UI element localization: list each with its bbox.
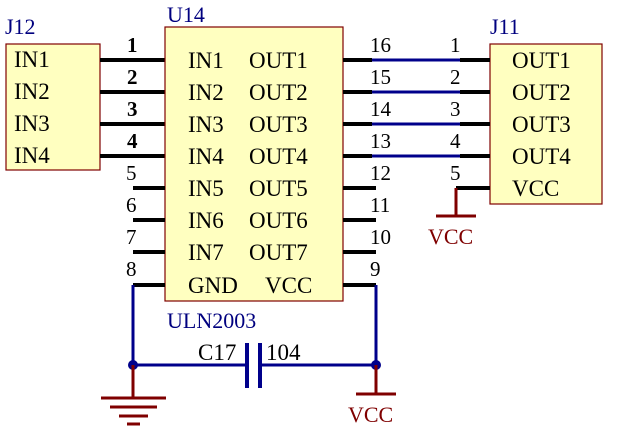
connector-j11: J11 1 2 3 4 5 OUT1 OUT2 OUT3 OUT4 VCC: [450, 14, 603, 205]
vcc-label: VCC: [348, 402, 393, 427]
j11-pin-number: 1: [450, 33, 461, 57]
u14-pin-number: 9: [370, 257, 381, 281]
vcc-symbol-j11: VCC: [428, 188, 476, 249]
u14-value: ULN2003: [167, 308, 256, 333]
u14-pin-name: IN6: [188, 208, 224, 233]
u14-pin-number: 10: [370, 225, 391, 249]
u14-pin-name: OUT1: [249, 48, 308, 73]
j11-pin-number: 3: [450, 97, 461, 121]
u14-pin-number: 5: [126, 161, 137, 185]
j11-pin-name: OUT2: [512, 80, 571, 105]
j12-pin-label: IN3: [14, 111, 50, 136]
u14-pin-name: OUT5: [249, 176, 308, 201]
ground-icon: [101, 365, 166, 426]
u14-pin-number: 15: [370, 65, 391, 89]
u14-pin-name: IN3: [188, 112, 224, 137]
u14-pin-name: OUT2: [249, 80, 308, 105]
u14-pin-number: 3: [127, 97, 138, 121]
u14-pin-name: GND: [188, 273, 238, 298]
j12-pin-label: IN1: [14, 47, 50, 72]
j12-u14-connections: 1 2 3 4: [100, 33, 165, 158]
j11-designator: J11: [490, 14, 520, 39]
j11-pin-name: OUT4: [512, 144, 571, 169]
u14-designator: U14: [167, 2, 205, 27]
u14-pin-name: IN2: [188, 80, 224, 105]
u14-pin-number: 6: [126, 193, 137, 217]
connector-j12: J12 IN1 IN2 IN3 IN4: [5, 14, 101, 171]
u14-body: [164, 26, 344, 302]
u14-pin-name: IN4: [188, 144, 224, 169]
u14-pin-name: IN7: [188, 240, 224, 265]
u14-pin-name: IN5: [188, 176, 224, 201]
j12-designator: J12: [5, 14, 36, 39]
j12-body: [5, 43, 101, 171]
u14-pin-number: 12: [370, 161, 391, 185]
j12-pin-label: IN2: [14, 79, 50, 104]
j11-pin-name: OUT3: [512, 112, 571, 137]
j11-pin-number: 4: [450, 129, 461, 153]
u14-pin-number: 2: [127, 65, 138, 89]
capacitor-c17: C17 104: [198, 340, 301, 388]
j12-pin-label: IN4: [14, 143, 50, 168]
u14-pin-number: 11: [370, 193, 390, 217]
u14-pin-number: 7: [126, 225, 137, 249]
u14-pin-name: OUT3: [249, 112, 308, 137]
u14-j11-wires: [372, 58, 460, 158]
j11-pin-name: OUT1: [512, 48, 571, 73]
j11-pin-number: 5: [450, 161, 461, 185]
vcc-label: VCC: [428, 224, 473, 249]
j11-body: [489, 43, 603, 205]
c17-value: 104: [266, 340, 301, 365]
u14-pin-number: 8: [126, 257, 137, 281]
c17-designator: C17: [198, 340, 236, 365]
j11-pin-name: VCC: [512, 176, 559, 201]
u14-pin-name: OUT6: [249, 208, 308, 233]
u14-pin-number: 13: [370, 129, 391, 153]
u14-pin-name: IN1: [188, 48, 224, 73]
u14-pin-number: 14: [370, 97, 392, 121]
u14-pin-name: OUT4: [249, 144, 308, 169]
u14-pin-number: 16: [370, 33, 391, 57]
u14-pin-name: VCC: [265, 273, 312, 298]
u14-pin-name: OUT7: [249, 240, 308, 265]
j11-pin-number: 2: [450, 65, 461, 89]
vcc-symbol-bottom: VCC: [348, 365, 396, 427]
ic-u14: U14 5 6 7 8 IN1 IN2 IN3 IN4 IN5 IN6 IN7 …: [126, 2, 392, 333]
u14-pin-number: 4: [127, 129, 138, 153]
u14-pin-number: 1: [127, 33, 138, 57]
